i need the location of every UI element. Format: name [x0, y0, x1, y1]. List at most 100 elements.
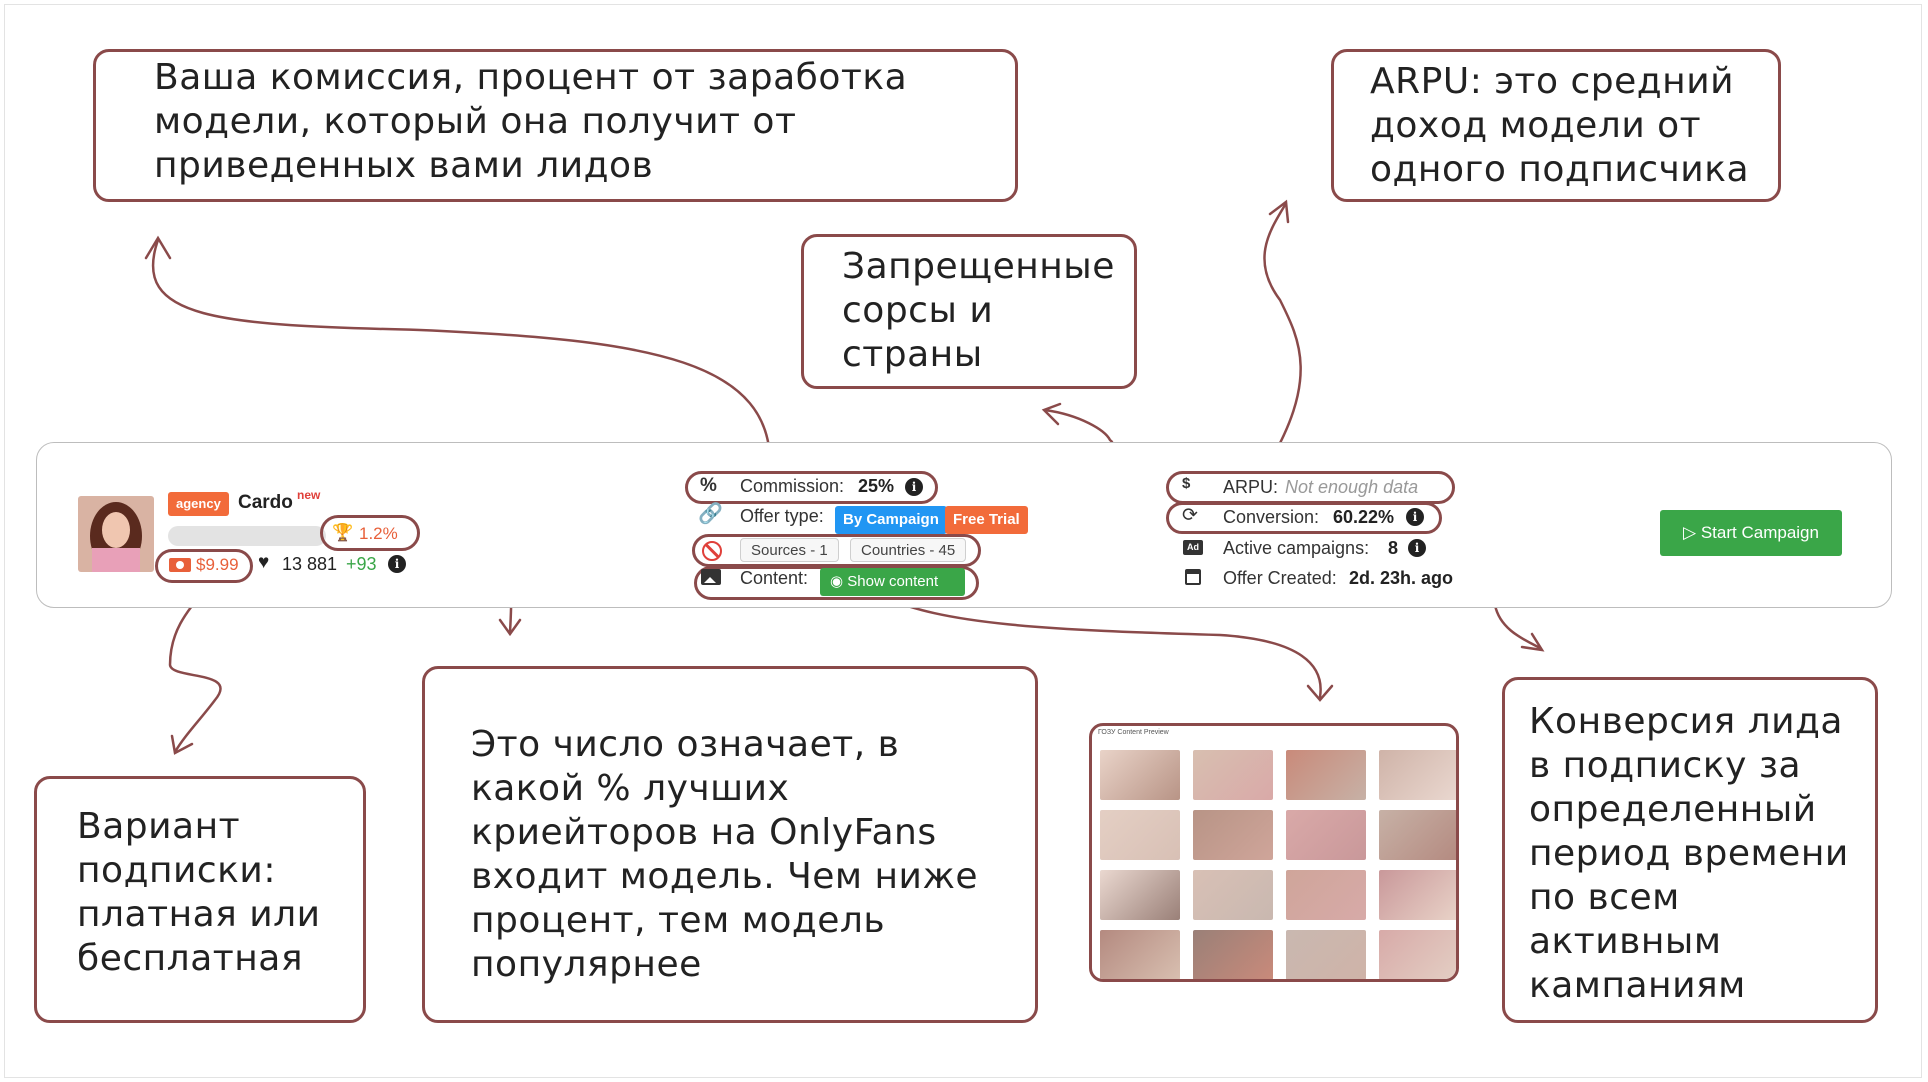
content-preview: ГОЗУ Content Preview: [1089, 723, 1459, 982]
callout-line: модели, который она получит от: [154, 101, 797, 142]
model-avatar[interactable]: [78, 496, 154, 572]
show-content-label: Show content: [847, 573, 939, 590]
commission-highlight: [685, 471, 938, 504]
likes-info-icon[interactable]: i: [388, 555, 406, 573]
content-thumbnail[interactable]: [1379, 750, 1456, 800]
callout-line: доход модели от: [1370, 105, 1702, 146]
conversion-value: 60.22%: [1333, 507, 1395, 527]
callout-line: Ваша комиссия, процент от заработка: [154, 57, 908, 98]
ad-icon: Ad: [1183, 540, 1203, 555]
callout-line: страны: [842, 334, 983, 375]
play-icon: ▷: [1683, 523, 1697, 542]
rank-percent: 1.2%: [359, 524, 398, 543]
eye-icon: ◉: [830, 573, 844, 590]
sources-chip[interactable]: Sources - 1: [740, 538, 839, 562]
callout-line: популярнее: [471, 944, 702, 985]
callout-line: процент, тем модель: [471, 900, 886, 941]
calendar-icon: [1185, 569, 1201, 585]
content-label: Content:: [740, 568, 809, 588]
conversion-info-icon[interactable]: i: [1406, 508, 1424, 526]
offer-created-label: Offer Created:: [1223, 568, 1337, 588]
content-thumbnail[interactable]: [1286, 870, 1366, 920]
rank-bar: [168, 526, 326, 546]
content-preview-title: ГОЗУ Content Preview: [1098, 729, 1169, 736]
cash-icon: [169, 558, 191, 572]
conversion-label: Conversion:: [1223, 507, 1320, 527]
content-thumbnail[interactable]: [1286, 810, 1366, 860]
content-thumbnail[interactable]: [1379, 810, 1456, 860]
callout-banned: Запрещенные сорсы и страны: [801, 234, 1137, 389]
content-thumbnail[interactable]: [1193, 810, 1273, 860]
callout-line: входит модель. Чем ниже: [471, 856, 979, 897]
callout-rank: Это число означает, в какой % лучших кри…: [422, 666, 1038, 1023]
image-icon: [701, 569, 721, 585]
commission-info-icon[interactable]: i: [905, 478, 923, 496]
offer-type-label: Offer type:: [740, 506, 824, 526]
conversion-highlight: [1166, 502, 1442, 534]
callout-line: Вариант: [77, 806, 241, 847]
content-thumbnail[interactable]: [1379, 870, 1456, 920]
start-campaign-button[interactable]: ▷ Start Campaign: [1660, 510, 1842, 556]
callout-commission: Ваша комиссия, процент от заработка моде…: [93, 49, 1018, 202]
rank-highlight: [320, 515, 420, 551]
callout-subscription: Вариант подписки: платная или бесплатная: [34, 776, 366, 1023]
money-hand-icon: $: [1182, 475, 1191, 492]
commission-value: 25%: [858, 476, 895, 496]
agency-tag: agency: [168, 492, 229, 516]
show-content-button[interactable]: ◉ Show content: [820, 568, 965, 596]
subscription-price: $9.99: [196, 555, 239, 574]
start-campaign-label: Start Campaign: [1700, 523, 1819, 542]
callout-line: период времени: [1529, 833, 1849, 874]
content-thumbnail[interactable]: [1286, 930, 1366, 979]
active-campaigns-label: Active campaigns:: [1223, 538, 1370, 558]
content-thumbnail[interactable]: [1379, 930, 1456, 979]
link-icon: 🔗: [698, 503, 723, 525]
content-thumbnail[interactable]: [1193, 750, 1273, 800]
percent-icon: %: [700, 475, 717, 496]
callout-line: одного подписчика: [1370, 149, 1750, 190]
callout-line: Конверсия лида: [1529, 701, 1843, 742]
content-thumbnail[interactable]: [1100, 870, 1180, 920]
content-thumbnail[interactable]: [1193, 930, 1273, 979]
ban-icon: [702, 541, 722, 561]
likes-delta: +93: [346, 554, 377, 574]
callout-line: кампаниям: [1529, 965, 1746, 1006]
callout-line: определенный: [1529, 789, 1817, 830]
callout-line: подписки:: [77, 850, 276, 891]
price-highlight: [155, 549, 253, 583]
refresh-icon: ⟳: [1182, 505, 1198, 526]
callout-line: сорсы и: [842, 290, 994, 331]
offer-type-free-trial[interactable]: Free Trial: [945, 506, 1028, 534]
callout-line: в подписку за: [1529, 745, 1802, 786]
content-thumbnail[interactable]: [1193, 870, 1273, 920]
callout-line: по всем: [1529, 877, 1680, 918]
callout-arpu: ARPU: это средний доход модели от одного…: [1331, 49, 1781, 202]
trophy-icon: 🏆: [332, 523, 354, 542]
offer-type-by-campaign[interactable]: By Campaign: [835, 506, 947, 534]
commission-label: Commission:: [740, 476, 845, 496]
model-name[interactable]: Cardo: [238, 492, 293, 513]
content-highlight: [694, 566, 979, 600]
active-campaigns-info-icon[interactable]: i: [1408, 539, 1426, 557]
content-thumbnail[interactable]: [1100, 930, 1180, 979]
callout-line: платная или: [77, 894, 321, 935]
callout-line: Запрещенные: [842, 246, 1115, 287]
content-thumbnail[interactable]: [1286, 750, 1366, 800]
heart-icon: ♥: [258, 552, 270, 573]
offer-created-value: 2d. 23h. ago: [1349, 568, 1454, 588]
callout-line: приведенных вами лидов: [154, 145, 654, 186]
callout-line: криейторов на OnlyFans: [471, 812, 937, 853]
new-badge: new: [297, 488, 321, 502]
active-campaigns-value: 8: [1388, 538, 1399, 558]
callout-line: какой % лучших: [471, 768, 790, 809]
restrictions-highlight: [692, 534, 981, 567]
callout-conversion: Конверсия лида в подписку за определенны…: [1502, 677, 1878, 1023]
content-thumbnail[interactable]: [1100, 810, 1180, 860]
content-thumbnail[interactable]: [1100, 750, 1180, 800]
callout-line: бесплатная: [77, 938, 303, 979]
callout-line: ARPU: это средний: [1370, 61, 1734, 102]
callout-line: активным: [1529, 921, 1722, 962]
countries-chip[interactable]: Countries - 45: [850, 538, 967, 562]
slide-frame: [4, 4, 1922, 1078]
arpu-value: Not enough data: [1285, 477, 1419, 497]
